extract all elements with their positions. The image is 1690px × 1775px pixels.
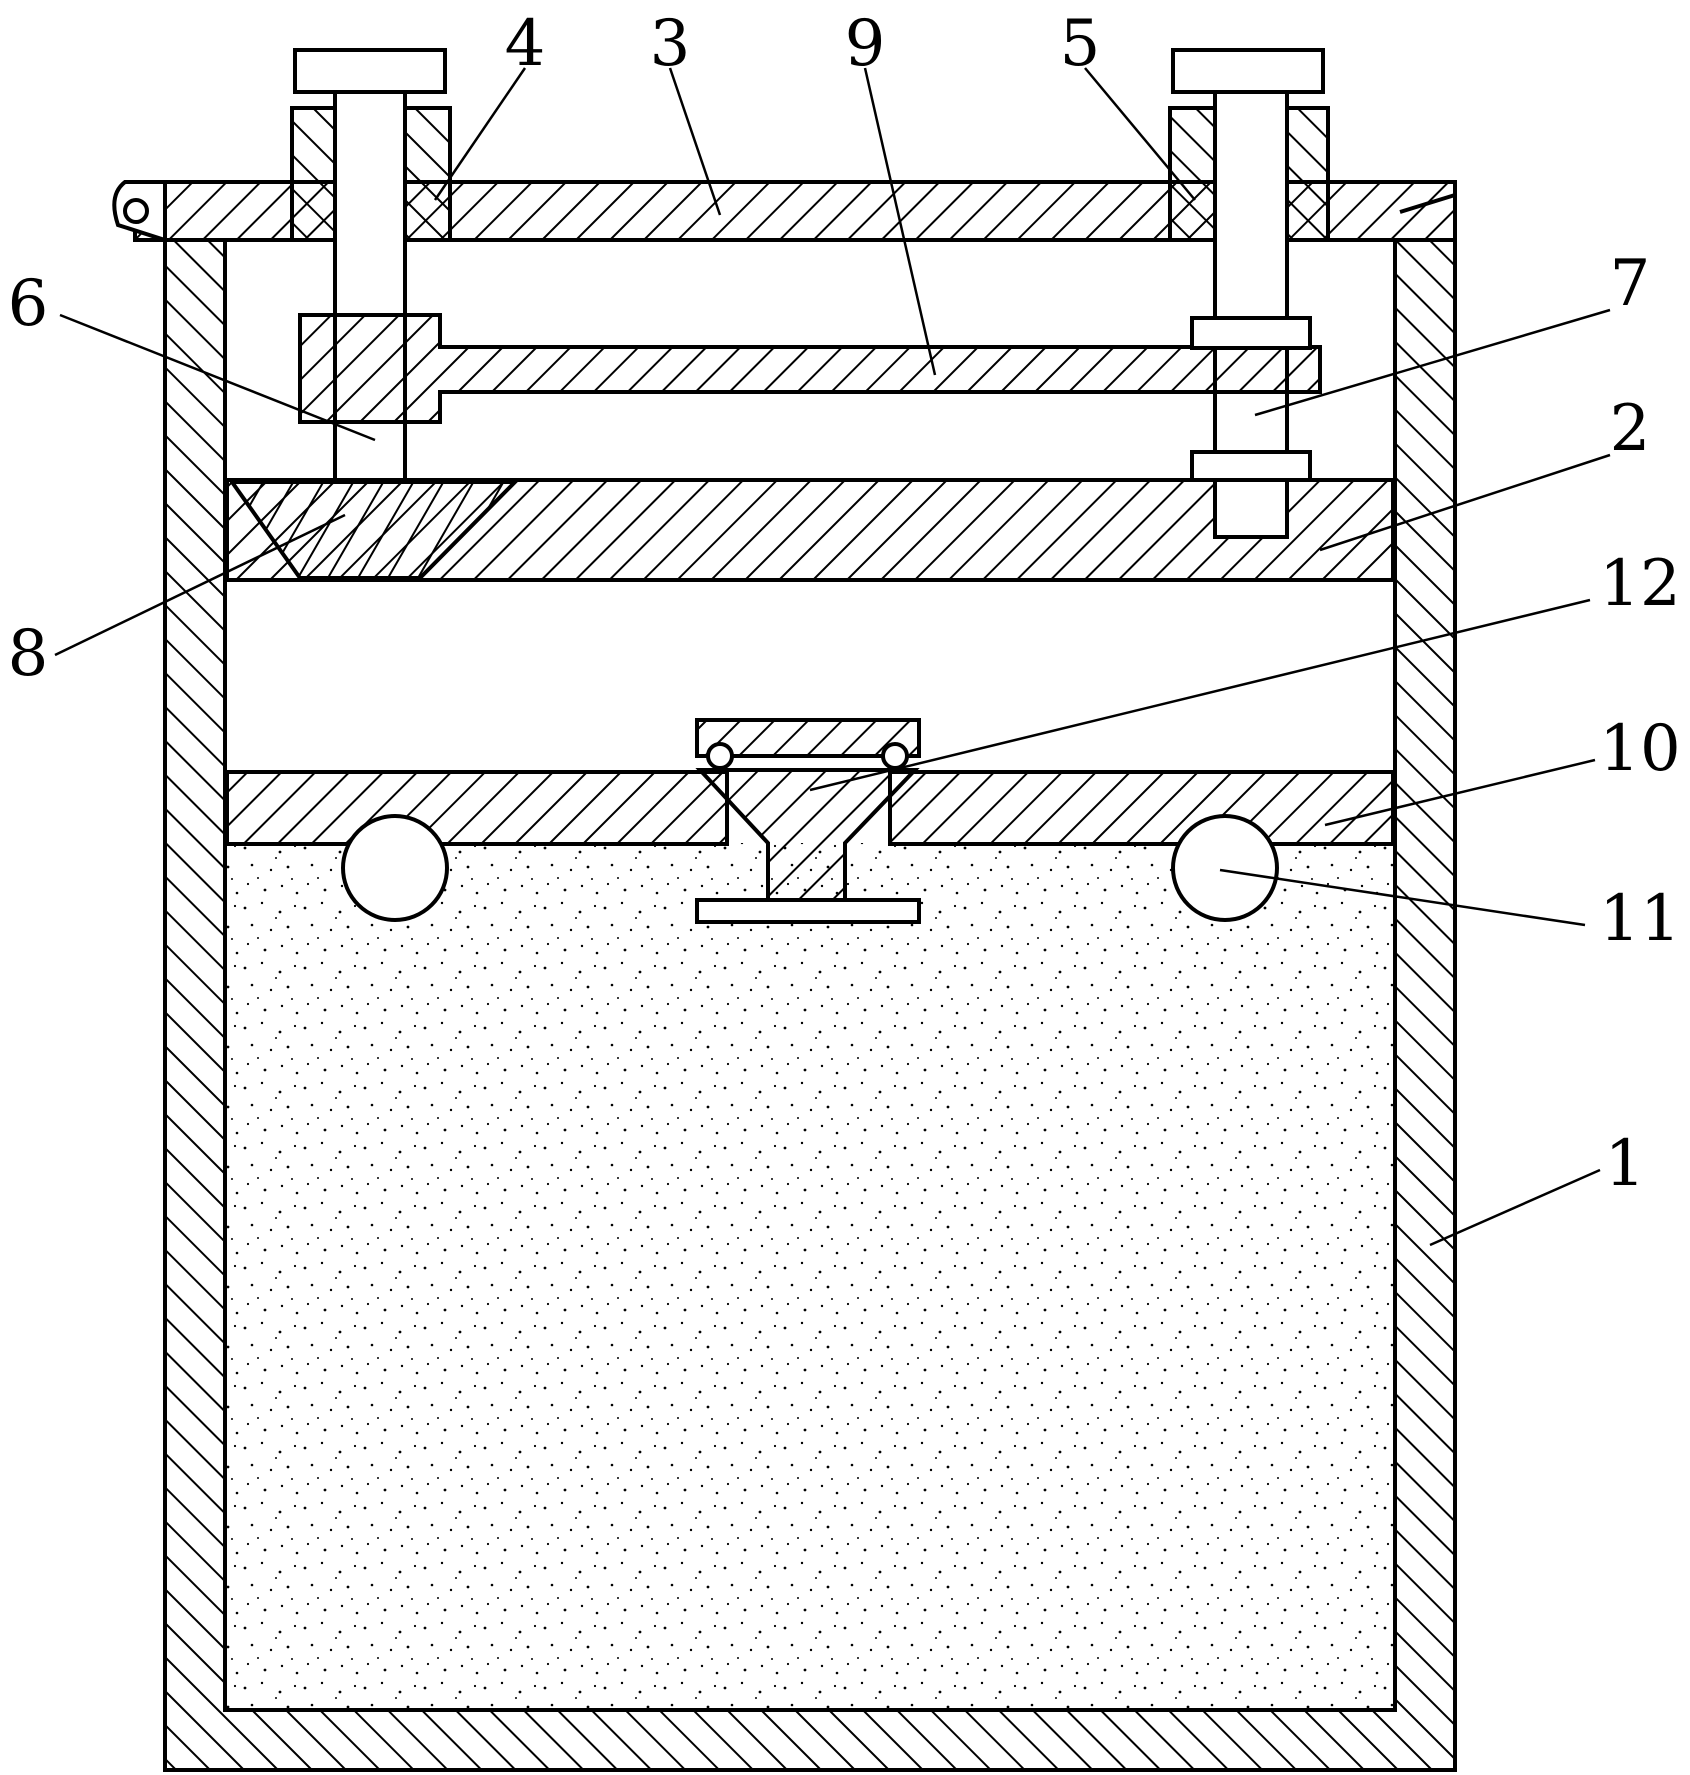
- label-9: 9: [845, 7, 886, 81]
- label-3: 3: [650, 7, 691, 81]
- label-1: 1: [1605, 1127, 1646, 1201]
- label-2: 2: [1610, 392, 1651, 466]
- hinge-pin: [123, 198, 149, 224]
- support-plate: [225, 770, 1395, 846]
- lid-plate: [112, 180, 1457, 243]
- cap-right: [1171, 48, 1325, 94]
- label-10: 10: [1599, 712, 1680, 786]
- funnel-valve: [695, 718, 921, 924]
- valve-roller-left: [706, 742, 734, 770]
- filling-material: [227, 843, 1393, 1708]
- roller-left: [341, 814, 449, 922]
- label-8: 8: [8, 617, 49, 691]
- valve-roller-right: [881, 742, 909, 770]
- nut-bottom: [1190, 450, 1312, 482]
- leader-lines: [54, 67, 1611, 1247]
- label-4: 4: [505, 7, 546, 81]
- cap-left: [293, 48, 447, 94]
- label-12: 12: [1599, 547, 1680, 621]
- roller-right: [1171, 814, 1279, 922]
- label-5: 5: [1060, 7, 1101, 81]
- label-11: 11: [1599, 882, 1680, 956]
- tapered-plug: [228, 480, 520, 580]
- nut-top: [1190, 316, 1312, 350]
- connecting-rod: [298, 313, 1322, 424]
- label-7: 7: [1610, 247, 1651, 321]
- label-6: 6: [8, 267, 49, 341]
